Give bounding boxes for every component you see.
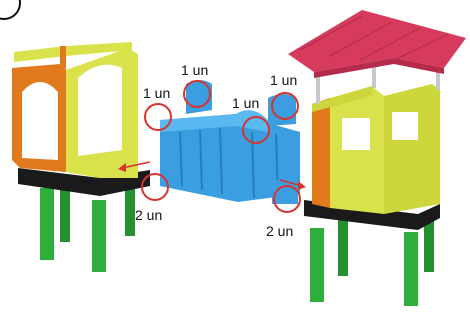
- right-tower-leg: [310, 228, 324, 302]
- right-tower-window: [342, 118, 370, 150]
- right-tower: [288, 10, 466, 306]
- corner-circle-mark: [0, 0, 20, 19]
- callout-label: 1 un: [181, 63, 208, 77]
- blue-rail-piece: [186, 80, 212, 114]
- blue-connector: [160, 80, 300, 204]
- callout-label: 2 un: [135, 208, 162, 222]
- right-tower-leg: [404, 232, 418, 306]
- arrow-right-head: [298, 181, 306, 190]
- callout-circle: [145, 104, 171, 130]
- right-tower-window: [392, 112, 418, 140]
- left-tower-leg: [92, 200, 106, 272]
- left-tower: [12, 42, 150, 272]
- left-tower-doorway: [22, 82, 58, 160]
- callout-label: 1 un: [143, 86, 170, 100]
- callout-label: 1 un: [270, 73, 297, 87]
- right-tower-leg: [338, 216, 348, 276]
- right-tower-yellow-wall-side: [384, 84, 440, 214]
- left-tower-leg: [40, 188, 54, 260]
- callout-label: 2 un: [266, 224, 293, 238]
- left-tower-window: [78, 65, 122, 156]
- right-tower-orange-wall: [312, 98, 330, 208]
- callout-circle: [142, 174, 168, 200]
- callout-label: 1 un: [232, 96, 259, 110]
